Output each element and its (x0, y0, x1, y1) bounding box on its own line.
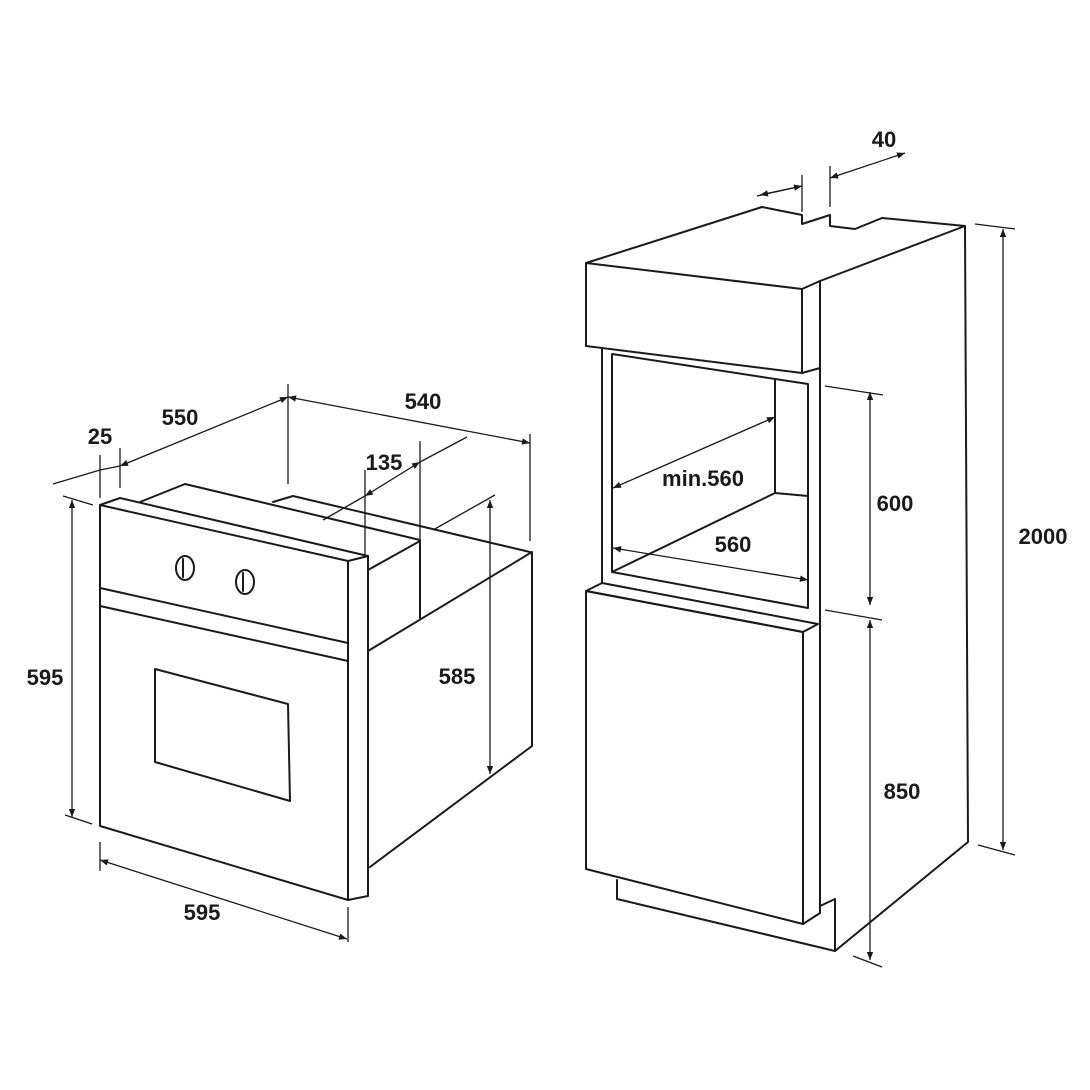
dimension-540 (287, 395, 531, 445)
label-850: 850 (883, 779, 921, 804)
label-600: 600 (876, 491, 914, 516)
oven-body-top (139, 483, 421, 541)
oven-front-top (99, 497, 369, 562)
label-595-height: 595 (26, 665, 64, 690)
dimension-40 (829, 152, 906, 179)
oven-body-side (367, 540, 421, 619)
label-40: 40 (871, 127, 897, 152)
dimension-135 (364, 461, 421, 497)
cabinet-door (585, 590, 804, 925)
label-2000: 2000 (1018, 524, 1068, 549)
knob-icon (175, 555, 195, 581)
control-panel-edge (99, 587, 349, 644)
label-25: 25 (87, 424, 113, 449)
cabinet-side-panel (819, 225, 969, 952)
label-560: 560 (714, 532, 752, 557)
dimension-595-width (99, 859, 348, 940)
dimension-550 (119, 396, 289, 467)
cabinet-drawing (585, 152, 1016, 968)
label-540: 540 (404, 389, 442, 414)
label-550: 550 (161, 405, 199, 430)
dimension-560 (612, 546, 809, 582)
knob-icon (235, 569, 255, 595)
label-135: 135 (365, 450, 403, 475)
oven-front-panel (99, 504, 349, 901)
cabinet-plinth (616, 879, 836, 952)
cabinet-top-box (585, 262, 803, 374)
label-595-width: 595 (183, 900, 221, 925)
oven-window (154, 668, 291, 802)
label-min-560: min.560 (662, 466, 744, 491)
cabinet-top-surface (585, 206, 966, 290)
label-585: 585 (438, 664, 476, 689)
oven-drawing (52, 384, 533, 942)
dimension-min-560 (612, 416, 776, 489)
cabinet-shelf (585, 582, 819, 633)
